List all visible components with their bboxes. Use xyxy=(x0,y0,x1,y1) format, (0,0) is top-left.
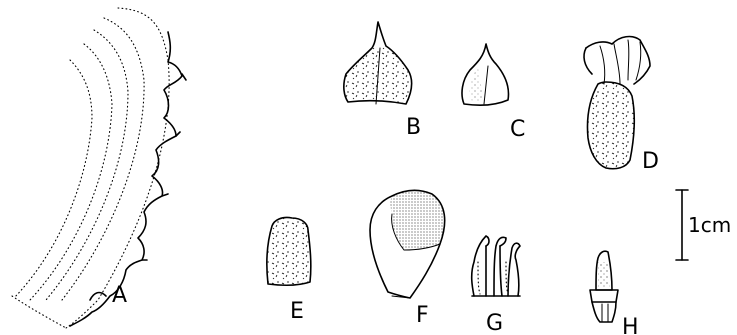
figure-c-bract: C xyxy=(462,44,525,142)
figure-d-label: D xyxy=(642,149,659,174)
figure-f-label: F xyxy=(416,303,429,328)
figure-b-label: B xyxy=(406,115,421,140)
figure-h-achene: H xyxy=(590,251,639,335)
figure-e-scale: E xyxy=(267,217,311,324)
figure-c-label: C xyxy=(510,117,525,142)
figure-b-bract: B xyxy=(344,22,421,140)
figure-f-bract: F xyxy=(370,190,445,328)
figure-e-label: E xyxy=(290,299,304,324)
figure-a-stem: A xyxy=(12,8,186,328)
figure-d-capitulum: D xyxy=(584,37,659,174)
scale-bar-label: 1cm xyxy=(688,213,731,237)
figure-h-label: H xyxy=(622,315,639,335)
figure-a-label: A xyxy=(112,283,127,308)
figure-g-label: G xyxy=(486,311,503,335)
scale-bar: 1cm xyxy=(676,190,731,260)
figure-g-florets: G xyxy=(472,236,520,335)
